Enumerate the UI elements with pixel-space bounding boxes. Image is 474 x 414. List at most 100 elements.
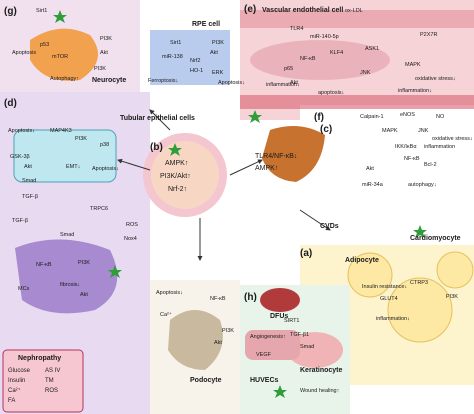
pathway-label-e-13: apoptosis↓ [318, 90, 345, 96]
panel-letter-d: (d) [4, 98, 17, 109]
pathway-label-rpe-3: Nrf2 [190, 58, 200, 64]
pathway-label-f-5: oxidative stress↓ [432, 136, 473, 142]
title-vascular: Vascular endothelial cell [262, 7, 343, 14]
label-tlr4-nfkb: TLR4/NF-κB↓ [255, 153, 297, 160]
legend-asiv: AS IV [45, 368, 60, 374]
pathway-label-d-18: fibrosis↓ [60, 282, 80, 288]
dfu-ulcer [260, 288, 300, 312]
title-rpe: RPE cell [192, 21, 220, 28]
pathway-label-e-12: Akt [290, 80, 298, 86]
panel-letter-c: (c) [320, 124, 332, 135]
pathway-label-e-1: TLR4 [290, 26, 303, 32]
pathway-label-g-5: PI3K [100, 36, 112, 42]
pathway-label-rpe-0: Sirt1 [170, 40, 181, 46]
pathway-label-f-11: miR-34a [362, 182, 384, 188]
label-ampk: AMPK↑ [165, 160, 188, 167]
pathway-label-e-2: P2X7R [420, 32, 437, 38]
pathway-label-h-4: Smad [300, 344, 314, 350]
panel-letter-e: (e) [244, 4, 256, 15]
pathway-label-g-7: PI3K [94, 66, 106, 72]
pathway-label-a-2: GLUT4 [380, 296, 398, 302]
legend-box [2, 349, 84, 413]
tubular-epithelial-cell [13, 129, 117, 183]
panel-letters: (g) (e) (d) (b) (c) (f) (a) (h) [4, 4, 332, 303]
pathway-label-e-11: inflammation↓ [266, 82, 300, 88]
pathway-label-f-12: autophagy↓ [408, 182, 437, 188]
pathway-label-rpe-4: HO-1 [190, 68, 203, 74]
title-podocyte: Podocyte [190, 377, 222, 384]
pathway-label-e-7: p65 [284, 66, 293, 72]
pathway-label-d-3: p38 [100, 142, 109, 148]
pathway-label-rpe-2: Ferroptosis↓ [148, 78, 179, 84]
pathway-label-f-2: NO [436, 114, 445, 120]
pathway-label-d-2: PI3K [75, 136, 87, 142]
pathway-label-layer: Sirt1Apoptosisp53mTORAutophagy↑PI3KAktPI… [8, 8, 473, 394]
title-keratinocyte: Keratinocyte [300, 367, 343, 374]
pathway-label-d-8: Apoptosis↓ [92, 166, 119, 172]
pathway-label-f-10: Akt [366, 166, 374, 172]
pathway-label-f-6: IKK/IκBα [395, 144, 417, 150]
rpe-cell [150, 30, 230, 85]
pathway-label-h-2: VEGF [256, 352, 272, 358]
pathway-label-a-1: CTRP3 [410, 280, 428, 286]
neurocyte-cell [30, 28, 98, 81]
pathway-label-h-3: TGF-β1 [290, 332, 309, 338]
pathway-label-f-7: inflammation [424, 144, 455, 150]
pathway-label-d-19: Akt [80, 292, 88, 298]
pathway-label-f-3: MAPK [382, 128, 398, 134]
pathway-label-d-10: TGF-β [12, 218, 28, 224]
panel-letter-g: (g) [4, 6, 17, 17]
pathway-label-f-9: Bcl-2 [424, 162, 437, 168]
panel-titles: Neurocyte RPE cell Vascular endothelial … [92, 7, 461, 384]
label-nrf2: Nrf-2↑ [168, 186, 187, 193]
pathway-label-e-6: KLF4 [330, 50, 343, 56]
pathway-label-podocyte-1: NF-κB [210, 296, 226, 302]
pathway-label-h-0: Angiogenesis↑ [250, 334, 286, 340]
label-ampk-c: AMPK↑ [255, 165, 278, 172]
pathway-label-d-6: Smad [22, 178, 36, 184]
pathway-label-d-5: Akt [24, 164, 32, 170]
panel-letter-b: (b) [150, 142, 163, 153]
legend-insulin: Insulin [8, 378, 25, 384]
pathway-label-g-4: Autophagy↑ [50, 76, 79, 82]
legend-ca: Ca²⁺ [8, 387, 21, 394]
podocyte-cell [168, 310, 223, 370]
pathway-label-d-17: PI3K [78, 260, 90, 266]
pathway-label-rpe-6: PI3K [212, 40, 224, 46]
pathway-label-e-9: MAPK [405, 62, 421, 68]
liver-organ [262, 126, 325, 182]
pathway-label-rpe-1: miR-138 [162, 54, 183, 60]
pathway-label-e-0: ox-LDL [345, 8, 363, 14]
pathway-label-f-4: JNK [418, 128, 429, 134]
pathway-label-a-4: inflammation↓ [376, 316, 410, 322]
legend-tm: TM [45, 378, 54, 384]
pathway-label-d-15: NF-κB [36, 262, 52, 268]
legend-title: Nephropathy [18, 355, 61, 362]
title-adipocyte: Adipocyte [345, 257, 379, 264]
huvecs-vessel [245, 330, 300, 360]
pathway-label-rpe-7: ERK [212, 70, 224, 76]
keratinocyte-cell [287, 332, 343, 368]
label-pi3k-akt: PI3K/Akt↑ [160, 173, 191, 180]
legend: Nephropathy Glucose AS IV Insulin TM Ca²… [8, 355, 61, 404]
pathway-label-podocyte-2: Ca²⁺ [160, 311, 172, 318]
panel-letter-h: (h) [244, 292, 257, 303]
pathway-label-rpe-8: Apoptosis↓ [218, 80, 245, 86]
mesangial-cell [15, 239, 118, 314]
pathway-label-d-14: Nox4 [124, 236, 137, 242]
pathway-label-a-3: PI3K [446, 294, 458, 300]
pathway-label-d-1: MAP4K3 [50, 128, 72, 134]
central-cell-b [143, 133, 227, 217]
pathway-label-d-16: MCs [18, 286, 30, 292]
title-neurocyte: Neurocyte [92, 77, 126, 84]
pathway-label-a-0: Insulin resistance↓ [362, 284, 407, 290]
pathway-label-g-2: p53 [40, 42, 49, 48]
legend-glucose: Glucose [8, 368, 31, 374]
central-pathway-labels: AMPK↑ PI3K/Akt↑ Nrf-2↑ TLR4/NF-κB↓ AMPK↑ [160, 153, 297, 193]
pathway-label-h-5: Wound healing↑ [300, 388, 340, 394]
pathway-label-rpe-5: Akt [210, 50, 218, 56]
panel-letter-a: (a) [300, 248, 312, 259]
pathway-label-d-9: TGF-β [22, 194, 38, 200]
adipocyte-cells [347, 251, 474, 343]
